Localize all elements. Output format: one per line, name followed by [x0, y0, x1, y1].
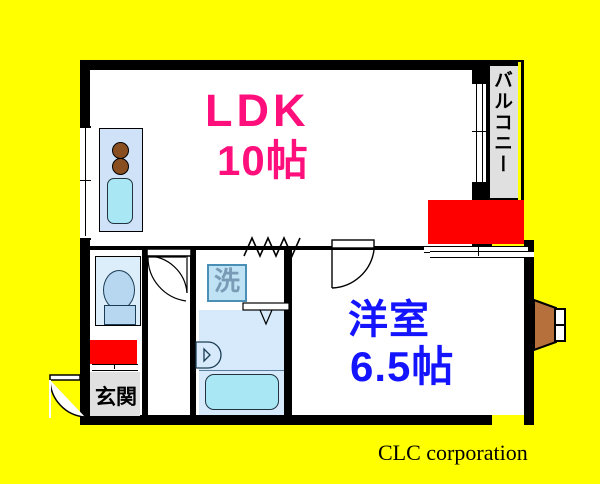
bath-divider-line	[199, 370, 284, 371]
stove-burner-rear-icon	[112, 142, 129, 159]
folding-door-partition	[243, 236, 301, 258]
bay-window-shape	[533, 298, 557, 352]
ldk-label-name: LDK	[205, 85, 310, 136]
folding-door-icon	[243, 236, 301, 258]
balcony-label: バルコニー	[491, 70, 512, 200]
western-room-door-swing-icon	[331, 239, 375, 289]
shoe-box-door-tick	[114, 364, 115, 369]
toilet-bowl-icon	[103, 270, 135, 310]
credit-text: CLC corporation	[378, 440, 528, 466]
bay-window	[533, 298, 557, 352]
closet-western-room	[428, 200, 524, 244]
western-room-label: 洋室 6.5帖	[348, 300, 454, 388]
western-room-label-size: 6.5帖	[350, 343, 455, 390]
washer-label: 洗	[207, 268, 247, 295]
wall-western-right	[524, 240, 534, 425]
sliding-door-pane-b	[482, 84, 483, 182]
credit-label: CLC corporation	[378, 440, 528, 465]
toilet-tank-icon	[104, 305, 136, 325]
entrance-label: 玄関	[92, 381, 140, 411]
balcony-label-text: バルコニー	[491, 70, 512, 175]
sliding-door-balcony	[472, 84, 486, 182]
room-floor-western-inner	[292, 250, 524, 415]
washroom-door-swing-icon	[147, 256, 187, 302]
sliding-door-pane-a	[476, 84, 477, 182]
entrance-tile	[90, 372, 140, 416]
washer-label-text: 洗	[213, 266, 240, 296]
washer-pan	[207, 264, 247, 302]
window-ldk-left-mullion	[85, 126, 86, 236]
washbasin	[195, 340, 226, 370]
western-room-label-name: 洋室	[348, 298, 430, 342]
balcony-outer-edge	[518, 62, 521, 202]
closet-door-center-tick	[478, 246, 479, 256]
window-ldk-left-center-tick	[80, 180, 91, 181]
kitchen-sink	[107, 178, 133, 224]
ldk-label: LDK 10帖	[205, 88, 309, 182]
bathroom-door-icon	[242, 302, 290, 326]
closet-door-line-lower	[430, 251, 534, 258]
shoe-box-door-line	[92, 364, 138, 371]
washbasin-icon	[195, 341, 222, 369]
entrance-label-text: 玄関	[95, 386, 137, 409]
room-floor-balcony	[490, 66, 518, 198]
western-room-door	[330, 239, 380, 292]
bathtub	[205, 374, 279, 410]
bathroom-door	[242, 302, 290, 327]
ldk-label-size: 10帖	[217, 137, 309, 184]
sliding-door-center-tick	[472, 131, 486, 132]
entrance-door	[47, 372, 133, 422]
entrance-door-swing-icon	[49, 374, 86, 418]
bay-window-mullion	[554, 324, 566, 326]
shoe-box	[90, 340, 137, 364]
room-floor-ldk	[90, 70, 472, 246]
stove-burner-front-icon	[112, 158, 129, 175]
washroom-door	[146, 255, 194, 305]
